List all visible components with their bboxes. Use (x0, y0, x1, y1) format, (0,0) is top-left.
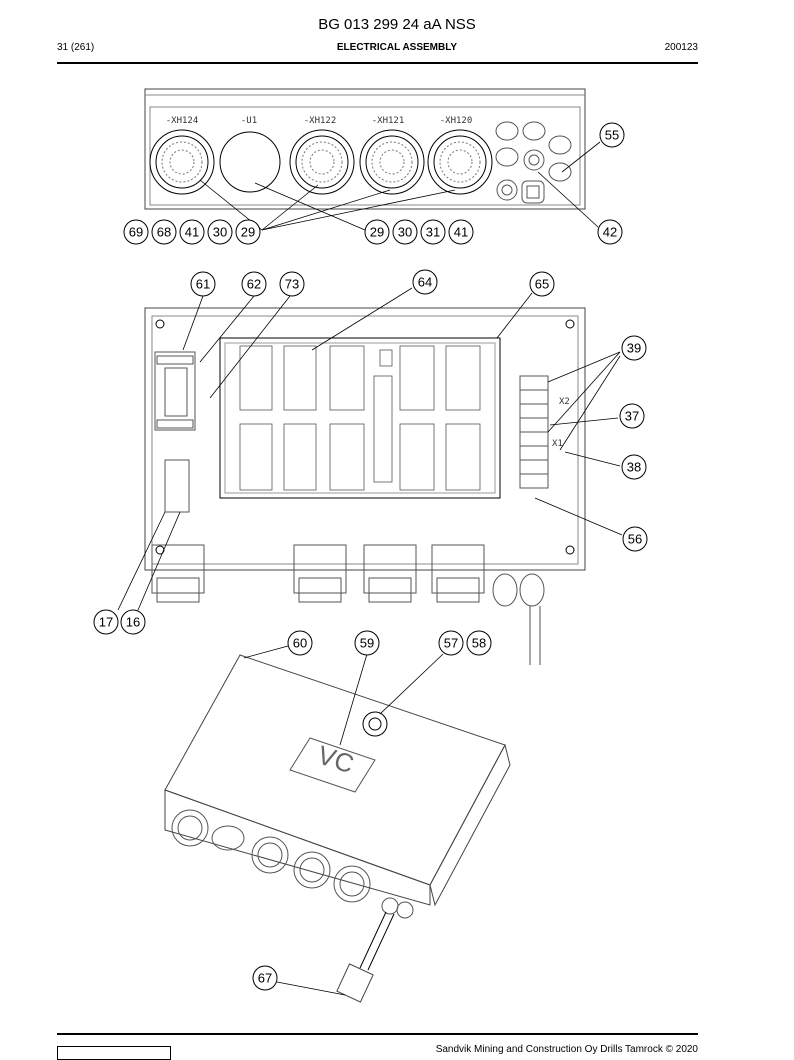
terminal-label-x1: X1 (552, 439, 563, 449)
leader-lines-box (117, 287, 623, 611)
callout-65: 65 (529, 271, 555, 297)
blanking-plate-u1 (219, 131, 281, 193)
top-view: -XH124 -U1 -XH122 -XH121 -XH120 (144, 88, 601, 231)
callout-67: 67 (252, 965, 278, 991)
pcb-terminal-blocks (239, 345, 481, 491)
leader-lines-iso (243, 645, 444, 996)
connector-label-xh124: -XH124 (166, 116, 199, 126)
connector-xh122 (289, 129, 355, 195)
box-marking: VC (314, 740, 358, 780)
connector-label-xh122: -XH122 (304, 116, 337, 126)
svg-text:58: 58 (472, 636, 486, 651)
callout-31: 31 (420, 219, 446, 245)
connector-label-xh120: -XH120 (440, 116, 473, 126)
connector-xh120 (427, 129, 493, 195)
svg-text:64: 64 (418, 275, 432, 290)
section-title: ELECTRICAL ASSEMBLY (336, 42, 458, 53)
document-title: BG 013 299 24 aA NSS (318, 16, 476, 33)
callout-29-right: 29 (364, 219, 390, 245)
svg-text:55: 55 (605, 128, 619, 143)
header-rule (57, 62, 698, 64)
connector-label-xh121: -XH121 (372, 116, 405, 126)
connector-label-u1: -U1 (241, 116, 257, 126)
leader-lines-top (199, 141, 601, 231)
callout-29: 29 (235, 219, 261, 245)
copyright: Sandvik Mining and Construction Oy Drill… (435, 1044, 698, 1055)
relay-module (154, 351, 196, 431)
svg-text:68: 68 (157, 225, 171, 240)
svg-text:57: 57 (444, 636, 458, 651)
callout-30-right: 30 (392, 219, 418, 245)
svg-text:60: 60 (293, 636, 307, 651)
connector-xh124 (149, 129, 215, 195)
callout-68: 68 (151, 219, 177, 245)
callout-38: 38 (621, 454, 647, 480)
callout-39: 39 (621, 335, 647, 361)
svg-text:56: 56 (628, 532, 642, 547)
callout-37: 37 (619, 403, 645, 429)
svg-text:39: 39 (627, 341, 641, 356)
callouts: 55 69 68 41 30 29 29 30 31 41 42 61 62 7… (93, 122, 648, 991)
callout-17: 17 (93, 609, 119, 635)
footer-rule (57, 1033, 698, 1035)
bottom-connectors (151, 544, 545, 665)
callout-62: 62 (241, 271, 267, 297)
callout-69: 69 (123, 219, 149, 245)
isometric-view: VC (164, 645, 511, 1003)
svg-text:29: 29 (241, 225, 255, 240)
callout-60: 60 (287, 630, 313, 656)
svg-text:59: 59 (360, 636, 374, 651)
svg-text:41: 41 (454, 225, 468, 240)
svg-text:37: 37 (625, 409, 639, 424)
callout-16: 16 (120, 609, 146, 635)
svg-text:62: 62 (247, 277, 261, 292)
svg-text:65: 65 (535, 277, 549, 292)
terminal-strip (519, 375, 549, 489)
svg-text:41: 41 (185, 225, 199, 240)
open-box-view: X2 X1 (117, 287, 623, 665)
callout-42: 42 (597, 219, 623, 245)
svg-text:67: 67 (258, 971, 272, 986)
svg-text:31: 31 (426, 225, 440, 240)
svg-text:29: 29 (370, 225, 384, 240)
page-number: 31 (261) (57, 42, 95, 53)
company-logo (57, 1046, 171, 1060)
callout-56: 56 (622, 526, 648, 552)
callout-61: 61 (190, 271, 216, 297)
svg-text:69: 69 (129, 225, 143, 240)
callout-55: 55 (599, 122, 625, 148)
callout-59: 59 (354, 630, 380, 656)
svg-text:42: 42 (603, 225, 617, 240)
svg-text:30: 30 (398, 225, 412, 240)
svg-text:38: 38 (627, 460, 641, 475)
svg-text:16: 16 (126, 615, 140, 630)
terminal-label-x2: X2 (559, 397, 570, 407)
callout-41-right: 41 (448, 219, 474, 245)
callout-30: 30 (207, 219, 233, 245)
callout-73: 73 (279, 271, 305, 297)
callout-58: 58 (466, 630, 492, 656)
svg-text:17: 17 (99, 615, 113, 630)
svg-text:61: 61 (196, 277, 210, 292)
callout-41: 41 (179, 219, 205, 245)
callout-57: 57 (438, 630, 464, 656)
connector-xh121 (359, 129, 425, 195)
document-date: 200123 (664, 42, 698, 53)
callout-64: 64 (412, 269, 438, 295)
svg-text:30: 30 (213, 225, 227, 240)
cable-glands (495, 121, 572, 204)
svg-text:73: 73 (285, 277, 299, 292)
